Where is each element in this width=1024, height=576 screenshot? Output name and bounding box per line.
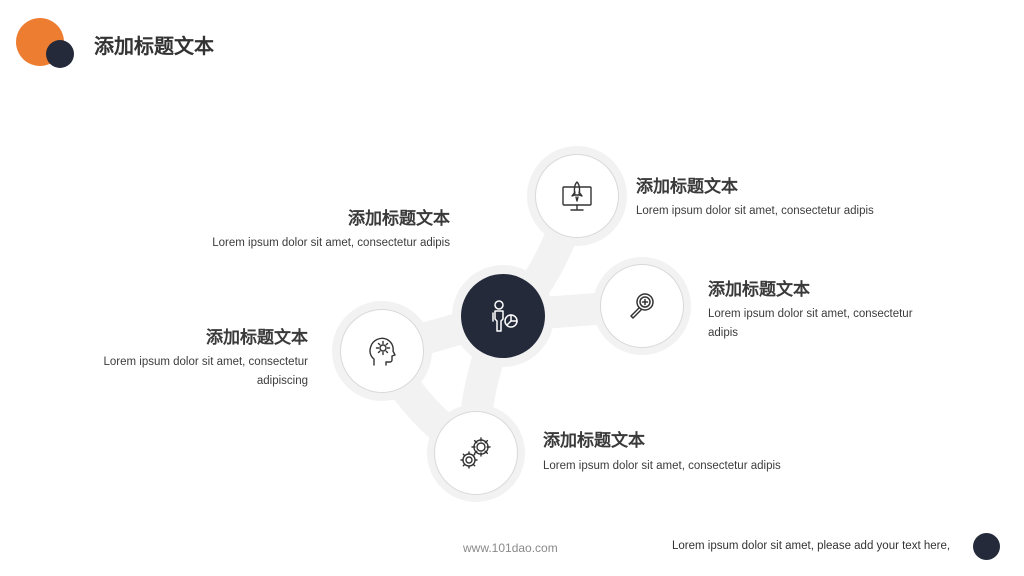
footer-dot: [973, 533, 1000, 560]
node-magnifier: [600, 264, 684, 348]
logo-dark-circle: [46, 40, 74, 68]
node-rocket-monitor: [535, 154, 619, 238]
footer-text: Lorem ipsum dolor sit amet, please add y…: [672, 540, 951, 552]
item-desc-2: Lorem ipsum dolor sit amet, consectetur …: [212, 237, 450, 249]
item-title-3: 添加标题文本: [708, 280, 810, 299]
rocket-monitor-icon: [562, 181, 592, 211]
item-title-2: 添加标题文本: [348, 209, 450, 228]
item-desc-1: Lorem ipsum dolor sit amet, consectetur …: [636, 205, 874, 217]
item-desc-3: Lorem ipsum dolor sit amet, consectetur …: [708, 308, 913, 339]
item-title-1: 添加标题文本: [636, 177, 738, 196]
item-title-5: 添加标题文本: [543, 431, 645, 450]
item-desc-5: Lorem ipsum dolor sit amet, consectetur …: [543, 460, 781, 472]
head-gear-icon: [369, 337, 396, 366]
item-desc-4: Lorem ipsum dolor sit amet, consectetur …: [103, 356, 308, 387]
node-head-gear: [340, 309, 424, 393]
page-title: 添加标题文本: [94, 36, 214, 58]
footer-url: www.101dao.com: [463, 541, 558, 555]
item-title-4: 添加标题文本: [206, 328, 308, 347]
gears-icon: [460, 437, 491, 469]
person-pie-chart-icon: [492, 300, 518, 332]
node-gears: [434, 411, 518, 495]
magnifier-icon: [630, 293, 654, 319]
node-center: [461, 274, 545, 358]
